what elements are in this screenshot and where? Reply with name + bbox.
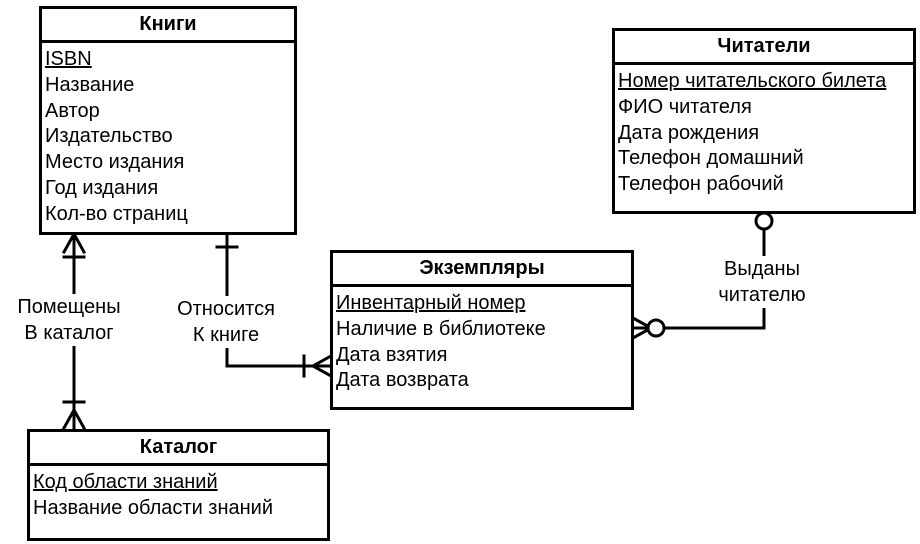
entity-title: Экземпляры xyxy=(333,253,631,287)
attribute: ФИО читателя xyxy=(618,95,752,118)
line-books-copies xyxy=(225,232,333,368)
entity-books: Книги ISBN Название Автор Издательство М… xyxy=(39,6,297,235)
attribute: Дата взятия xyxy=(336,343,448,366)
attribute: Кол-во страниц xyxy=(45,202,188,225)
line-readers-copies xyxy=(631,210,766,330)
relationship-label-line: Выданы xyxy=(724,258,800,280)
relationship-label-belongs: Относится К книге xyxy=(166,296,286,348)
entity-copies: Экземпляры Инвентарный номер Наличие в б… xyxy=(330,250,634,410)
relationship-label-line: В каталог xyxy=(24,322,114,344)
relationship-label-placed: Помещены В каталог xyxy=(10,294,128,346)
entity-title: Каталог xyxy=(30,432,327,466)
crow-foot-catalog xyxy=(61,406,87,431)
relationship-label-line: Относится xyxy=(177,298,275,320)
attribute: Название области знаний xyxy=(33,496,274,519)
attribute: Издательство xyxy=(45,125,173,148)
entity-catalog: Каталог Код области знаний Название обла… xyxy=(27,429,330,541)
attribute: Год издания xyxy=(45,176,159,199)
attribute: Телефон рабочий xyxy=(618,173,784,196)
crow-foot-copies xyxy=(309,353,334,379)
attribute-primary-key: ISBN xyxy=(45,48,92,70)
relationship-label-line: читателю xyxy=(718,284,806,306)
attribute-primary-key: Инвентарный номер xyxy=(336,292,526,314)
attribute: Дата возврата xyxy=(336,369,469,392)
entity-title: Читатели xyxy=(615,31,913,65)
attribute-primary-key: Номер читательского билета xyxy=(618,70,887,92)
relationship-label-issued: Выданы читателю xyxy=(706,256,818,308)
relationship-label-line: К книге xyxy=(192,324,260,346)
zero-circle-readers xyxy=(754,211,774,231)
attribute: Телефон домашний xyxy=(618,147,804,170)
attribute: Наличие в библиотеке xyxy=(336,317,546,340)
zero-circle-copies xyxy=(646,318,666,338)
entity-title: Книги xyxy=(42,9,294,43)
entity-readers: Читатели Номер читательского билета ФИО … xyxy=(612,28,916,214)
attribute: Автор xyxy=(45,99,100,122)
relationship-label-line: Помещены xyxy=(17,296,121,318)
attribute: Название xyxy=(45,73,135,96)
attribute: Дата рождения xyxy=(618,121,760,144)
attribute: Место издания xyxy=(45,151,185,174)
attribute-primary-key: Код области знаний xyxy=(33,471,218,493)
